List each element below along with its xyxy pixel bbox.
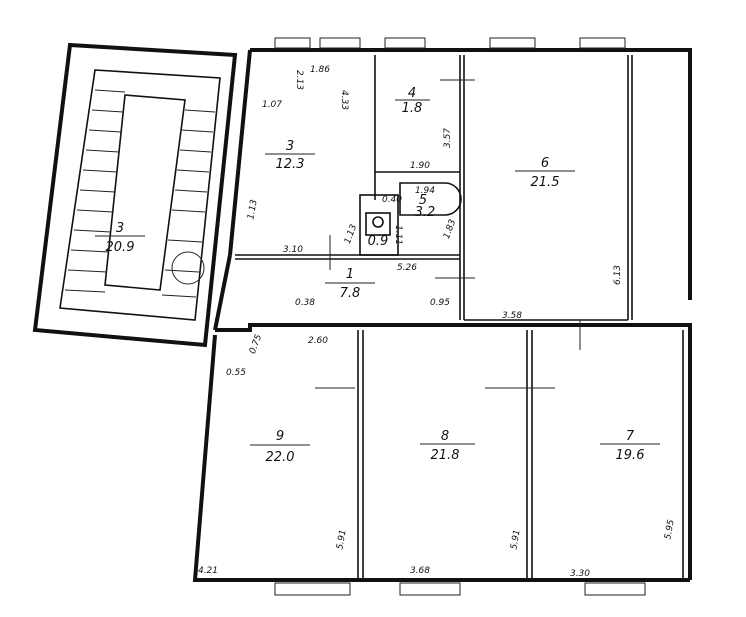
room-6: 621.5 [515, 156, 575, 190]
room-area: 0.9 [368, 234, 389, 249]
room-number: 6 [541, 156, 549, 171]
room-9: 922.0 [250, 429, 310, 465]
dimension: 5.91 [509, 529, 522, 550]
dimension: 0.38 [295, 298, 315, 308]
dimension: 5.91 [335, 529, 348, 550]
room-number: 3 [286, 139, 294, 154]
dimension: 4.33 [339, 90, 349, 110]
dimension: 0.75 [248, 333, 264, 356]
room-area: 3.2 [415, 205, 436, 220]
room-4: 41.8 [395, 86, 430, 116]
room-area: 20.9 [106, 240, 135, 255]
dimension: 5.95 [663, 519, 676, 541]
walls [192, 48, 692, 582]
room-area: 7.8 [340, 286, 361, 301]
room-number: 9 [276, 429, 284, 444]
dimension: 1.13 [343, 223, 359, 246]
dimension-labels: 1.86 4.33 1.07 2.13 3.57 1.90 1.94 0.40 … [198, 65, 677, 579]
dimension: 2.60 [308, 336, 328, 346]
dimension: 1.13 [246, 199, 259, 221]
dimension: 2.13 [294, 70, 304, 90]
room-number: 3 [116, 221, 124, 236]
dimension: 1.94 [415, 186, 435, 196]
dimension: 1.86 [310, 65, 330, 75]
dimension: 3.57 [443, 128, 453, 148]
dimension: 1.11 [393, 225, 403, 245]
dimension: 3.68 [410, 566, 430, 576]
room-labels: 17.8 320.9 312.3 41.8 53.2 621.5 719.6 8… [95, 86, 660, 465]
room-area: 22.0 [266, 450, 295, 465]
room-stairs: 320.9 [95, 221, 145, 255]
room-8: 821.8 [420, 429, 475, 463]
dimension: 5.26 [397, 263, 417, 273]
room-1: 17.8 [325, 267, 375, 301]
dimension: 3.10 [283, 245, 303, 255]
axis-marks [315, 79, 581, 389]
dimension: 0.95 [430, 298, 450, 308]
dimension: 0.40 [382, 195, 402, 205]
room-number: 1 [346, 267, 354, 282]
room-wc: 0.9 [368, 234, 389, 249]
room-area: 12.3 [276, 157, 305, 172]
room-5: 53.2 [415, 193, 436, 220]
dimension: 3.58 [502, 311, 522, 321]
dimension: 6.13 [613, 265, 623, 285]
dimension: 4.21 [198, 566, 218, 576]
windows [274, 37, 646, 596]
room-7: 719.6 [600, 429, 660, 463]
room-area: 21.5 [531, 175, 560, 190]
dimension: 1.90 [410, 161, 430, 171]
room-area: 19.6 [616, 448, 645, 463]
room-number: 4 [408, 86, 416, 101]
dimension: 1.07 [262, 100, 282, 110]
dimension: 1.83 [442, 218, 458, 241]
room-number: 7 [626, 429, 635, 444]
room-number: 5 [419, 193, 427, 208]
room-area: 21.8 [431, 448, 460, 463]
room-number: 8 [441, 429, 449, 444]
room-area: 1.8 [402, 101, 423, 116]
room-3: 312.3 [265, 139, 315, 172]
dimension: 0.55 [226, 368, 246, 378]
dimension: 3.30 [570, 569, 590, 579]
stairwell [32, 42, 238, 348]
